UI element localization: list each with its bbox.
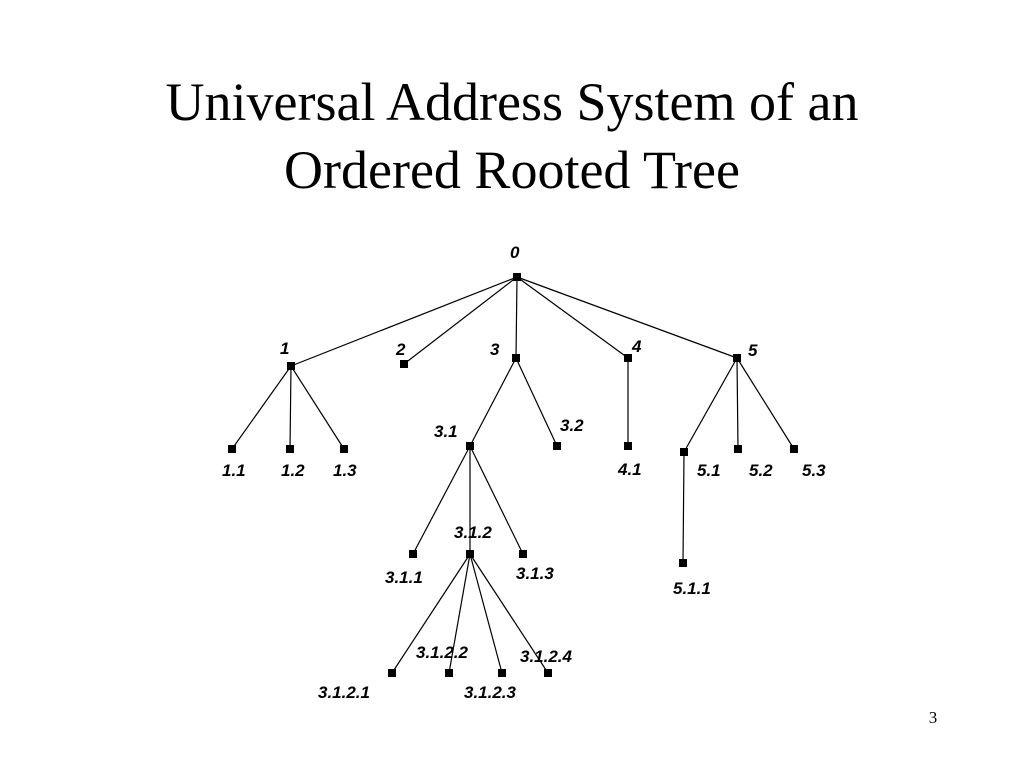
tree-node-label-5: 5	[748, 341, 758, 360]
tree-node-label-2: 2	[395, 340, 406, 359]
tree-node-label-5-1: 5.1	[697, 461, 721, 480]
tree-node-label-4-1: 4.1	[617, 460, 642, 479]
tree-labels: 0 1 2 3 4 5 1.1 1.2 1.3 3.1 3.2 4.1 5.1 5.2 5.3 3.1.1 3.…	[222, 243, 826, 702]
edge-0-to-4	[516, 276, 629, 359]
edge-1-to-1-1	[231, 365, 292, 450]
tree-node-label-1: 1	[280, 339, 289, 358]
tree-node-2	[400, 360, 408, 368]
edge-1-to-1-2	[289, 365, 292, 450]
slide-title-line-1: Universal Address System of an	[165, 72, 859, 132]
page-number: 3	[928, 708, 938, 727]
tree-node-3-1-2-2	[445, 669, 453, 677]
edge-3-1-to-3-1-1	[412, 445, 471, 555]
tree-node-3-2	[553, 442, 561, 450]
edge-3-1-2-to-3-1-2-1	[391, 553, 471, 674]
edge-1-to-1-3	[290, 365, 345, 450]
edge-0-to-5	[516, 276, 738, 359]
tree-node-3	[512, 354, 520, 362]
tree-node-label-3-1-2: 3.1.2	[454, 523, 492, 542]
edge-0-to-3	[515, 276, 518, 359]
tree-node-3-1-2-4	[544, 669, 552, 677]
edge-3-1-2-to-3-1-2-2	[448, 553, 471, 674]
edge-3-1-2-to-3-1-2-3	[469, 553, 503, 674]
tree-node-label-0: 0	[510, 243, 520, 262]
tree-node-label-5-1-1: 5.1.1	[673, 579, 711, 598]
tree-node-label-3: 3	[490, 340, 500, 359]
tree-node-label-1-2: 1.2	[281, 461, 305, 480]
tree-node-label-3-1-2-3: 3.1.2.3	[464, 683, 517, 702]
edge-3-1-2-to-3-1-2-4	[469, 553, 549, 674]
edge-5-1-to-5-1-1	[682, 451, 685, 564]
tree-node-label-4: 4	[631, 337, 642, 356]
edge-3-1-to-3-1-3	[469, 445, 524, 555]
tree-node-3-1-3	[519, 550, 527, 558]
slide-title: Universal Address System of an Ordered R…	[0, 68, 1024, 204]
tree-node-label-3-1-3: 3.1.3	[516, 564, 554, 583]
tree-node-5-1-1	[679, 559, 687, 567]
tree-node-5-3	[790, 445, 798, 453]
tree-edges	[231, 276, 795, 674]
edge-5-to-5-3	[736, 357, 795, 450]
tree-node-label-1-1: 1.1	[222, 461, 246, 480]
tree-node-label-3-1-2-1: 3.1.2.1	[318, 683, 370, 702]
tree-node-3-1-1	[409, 550, 417, 558]
tree-node-1-3	[340, 445, 348, 453]
edge-0-to-2	[403, 276, 518, 365]
tree-node-5	[733, 354, 741, 362]
tree-node-label-3-2: 3.2	[560, 416, 584, 435]
tree-node-3-1-2	[466, 550, 474, 558]
tree-node-3-1	[466, 442, 474, 450]
slide-title-line-2: Ordered Rooted Tree	[284, 140, 740, 200]
tree-node-label-5-2: 5.2	[749, 461, 773, 480]
edge-5-to-5-1	[683, 357, 738, 453]
tree-node-5-2	[734, 445, 742, 453]
tree-node-3-1-2-3	[498, 669, 506, 677]
tree-node-4-1	[624, 442, 632, 450]
edge-0-to-1	[290, 276, 518, 367]
tree-nodes	[228, 273, 798, 677]
tree-node-1	[287, 362, 295, 370]
tree-node-1-2	[286, 445, 294, 453]
tree-node-label-5-3: 5.3	[802, 461, 826, 480]
edge-3-to-3-1	[469, 357, 517, 447]
tree-node-1-1	[228, 445, 236, 453]
tree-node-0	[513, 273, 521, 281]
tree-node-label-1-3: 1.3	[333, 461, 357, 480]
tree-node-4	[624, 354, 632, 362]
tree-node-3-1-2-1	[388, 669, 396, 677]
tree-node-label-3-1-2-2: 3.1.2.2	[416, 643, 469, 662]
edge-3-to-3-2	[515, 357, 558, 447]
tree-node-label-3-1: 3.1	[434, 422, 458, 441]
tree-node-5-1	[680, 448, 688, 456]
tree-node-label-3-1-2-4: 3.1.2.4	[520, 647, 573, 666]
edge-5-to-5-2	[736, 357, 739, 450]
tree-node-label-3-1-1: 3.1.1	[385, 568, 423, 587]
